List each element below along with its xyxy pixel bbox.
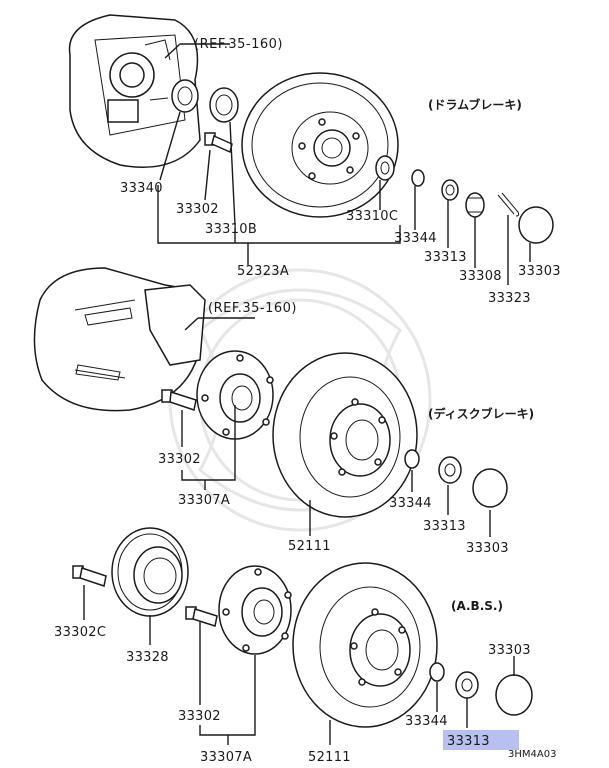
part-label: 33303 (488, 643, 531, 658)
section-title-abs: (A.B.S.) (451, 599, 503, 613)
hub-33307a-bot (218, 565, 292, 655)
part-label: 33307A (200, 750, 252, 765)
part-label: 33302 (178, 709, 221, 724)
cotter-pin-33323 (497, 192, 520, 217)
drawing-code: 3HM4A03 (508, 749, 556, 760)
leader-lines-bottom (83, 585, 515, 745)
part-label: 33302C (54, 625, 106, 640)
part-label: 52111 (288, 539, 331, 554)
grease-cap-33303-top (518, 206, 554, 244)
ref-label-middle: (REF.35-160) (208, 301, 297, 316)
part-label: 33302 (158, 452, 201, 467)
nut-33313-mid (438, 456, 462, 484)
part-label: 33328 (126, 650, 169, 665)
section-title-drum: (ドラムブレーキ) (428, 97, 522, 112)
part-label: 33303 (518, 264, 561, 279)
highlight-box (443, 730, 519, 750)
lock-cap-33308 (465, 192, 485, 218)
brake-drum-52323a (241, 72, 399, 218)
brake-backing-plate-disc (33, 267, 206, 412)
bearing-33310b (209, 87, 239, 123)
part-label: 33323 (488, 291, 531, 306)
part-label: 33303 (466, 541, 509, 556)
nut-33313-bot (455, 671, 479, 699)
part-label: 52323A (237, 264, 289, 279)
part-label: 33310C (346, 209, 398, 224)
hub-bolt-33302-top (204, 132, 233, 154)
hub-bolt-33302-mid (161, 389, 197, 411)
leader-lines-top (157, 43, 531, 285)
bolt-33302c (72, 565, 107, 587)
part-label: 33344 (405, 714, 448, 729)
section-title-disc: (ディスクブレーキ) (428, 406, 534, 421)
nut-33313-top (441, 179, 459, 201)
grease-cap-33303-bot (495, 674, 533, 716)
washer-33344-top (411, 169, 425, 187)
ref-label-top: (REF.35-160) (194, 37, 283, 52)
part-label: 33302 (176, 202, 219, 217)
part-label: 33307A (178, 493, 230, 508)
part-label: 33344 (389, 496, 432, 511)
leader-lines-middle (181, 317, 491, 537)
part-label: 33313 (423, 519, 466, 534)
part-label: 33308 (459, 269, 502, 284)
part-label: 33310B (205, 222, 257, 237)
washer-33344-mid (404, 449, 420, 469)
abs-rotor-33328 (111, 527, 189, 617)
hub-33307a-mid (196, 350, 274, 440)
washer-33344-bot (429, 662, 445, 682)
part-label: 33340 (120, 181, 163, 196)
grease-cap-33303-mid (472, 468, 508, 508)
disc-rotor-52111-mid (272, 352, 418, 518)
part-label-highlighted[interactable]: 33313 (447, 734, 490, 749)
part-label: 52111 (308, 750, 351, 765)
part-label: 33313 (424, 250, 467, 265)
outer-bearing-33310c (375, 155, 395, 181)
brake-backing-plate-drum (68, 14, 201, 168)
disc-rotor-52111-bot (292, 562, 438, 728)
oil-seal-33340 (171, 79, 199, 113)
hub-bolt-33302-bot (185, 606, 218, 627)
part-label: 33344 (394, 231, 437, 246)
